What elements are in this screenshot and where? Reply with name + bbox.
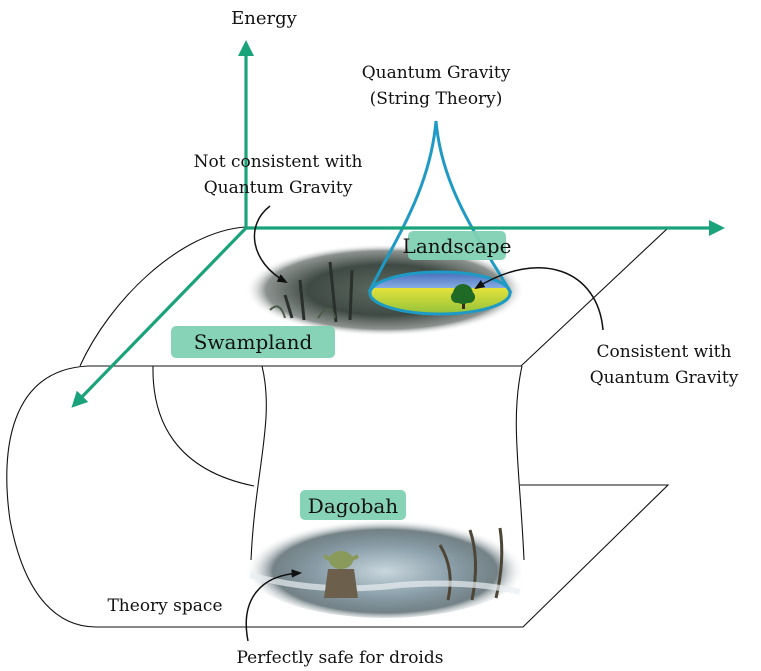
upper-sheet-left-edge <box>79 226 246 367</box>
droids-label: Perfectly safe for droids <box>237 648 444 668</box>
pointer-not-consistent <box>253 205 288 284</box>
sheet-fold <box>6 365 97 628</box>
landscape-tag: Landscape <box>403 234 512 258</box>
theory-space-label: Theory space <box>107 596 222 616</box>
dagobah-picture <box>245 514 525 618</box>
dagobah-tag-bg <box>300 490 406 520</box>
consistent-line2: Quantum Gravity <box>590 368 739 388</box>
dagobah-tag: Dagobah <box>308 494 399 518</box>
lower-sheet <box>96 484 670 628</box>
pointer-consistent <box>474 267 604 331</box>
landscape-tag-bg <box>408 231 506 260</box>
not-consistent-line2: Quantum Gravity <box>204 178 353 198</box>
pointer-droids <box>245 569 303 642</box>
not-consistent-line1: Not consistent with <box>194 152 363 172</box>
consistent-line1: Consistent with <box>597 342 732 362</box>
qg-title-line2: (String Theory) <box>370 89 503 109</box>
energy-axis-label: Energy <box>231 8 298 29</box>
tube-left-wall <box>250 365 267 561</box>
qg-title-line1: Quantum Gravity <box>362 63 511 83</box>
tube-inner-left <box>152 365 255 487</box>
yoda-figure <box>323 551 359 598</box>
diagonal-axis <box>71 226 248 408</box>
cone-base <box>368 270 512 316</box>
tree-icon <box>451 284 475 309</box>
swampland-tag: Swampland <box>194 330 313 354</box>
swampland-tag-bg <box>171 326 335 358</box>
tube-right-wall <box>515 365 525 561</box>
